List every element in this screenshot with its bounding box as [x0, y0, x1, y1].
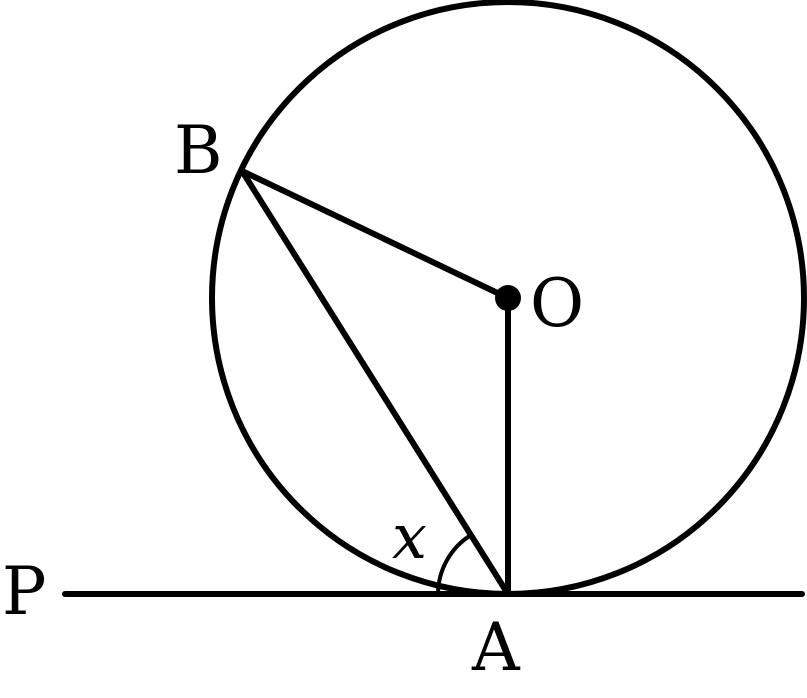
- point-label-b: B: [174, 112, 223, 189]
- chord-ba: [239, 168, 511, 597]
- point-label-a: A: [471, 609, 521, 686]
- angle-label-x: x: [392, 500, 427, 573]
- radius-ob: [239, 168, 511, 301]
- point-label-o: O: [530, 265, 584, 342]
- center-point-o: [495, 285, 521, 311]
- angle-arc-x: [436, 533, 473, 596]
- point-label-p: P: [2, 553, 46, 630]
